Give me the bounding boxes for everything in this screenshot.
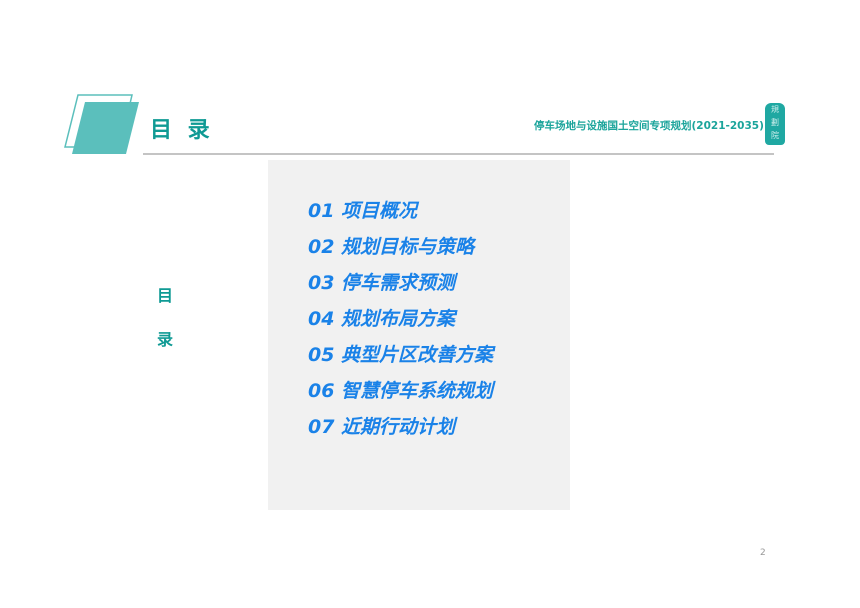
header-logo-icon [64, 94, 139, 154]
table-of-contents: 01 项目概况 02 规划目标与策略 03 停车需求预测 04 规划布局方案 0… [308, 198, 493, 450]
seal-glyph: 劃 [771, 118, 779, 127]
toc-item-06[interactable]: 06 智慧停车系统规划 [308, 380, 494, 402]
toc-item-05[interactable]: 05 典型片区改善方案 [308, 344, 494, 366]
seal-logo-icon: 規 劃 院 [765, 103, 785, 145]
side-label-bottom: 录 [157, 330, 174, 349]
page-title: 目 录 [150, 118, 214, 143]
toc-panel [268, 160, 570, 510]
document-subtitle: 停车场地与设施国土空间专项规划(2021-2035) [534, 120, 764, 132]
header-divider [143, 153, 774, 155]
toc-item-03[interactable]: 03 停车需求预测 [308, 272, 456, 294]
toc-item-07[interactable]: 07 近期行动计划 [308, 416, 456, 438]
seal-glyph: 院 [771, 131, 779, 140]
toc-item-02[interactable]: 02 规划目标与策略 [308, 236, 475, 258]
toc-item-01[interactable]: 01 项目概况 [308, 200, 418, 222]
page-number: 2 [760, 548, 766, 558]
toc-item-04[interactable]: 04 规划布局方案 [308, 308, 456, 330]
side-label-top: 目 [157, 286, 174, 305]
seal-glyph: 規 [771, 105, 779, 114]
